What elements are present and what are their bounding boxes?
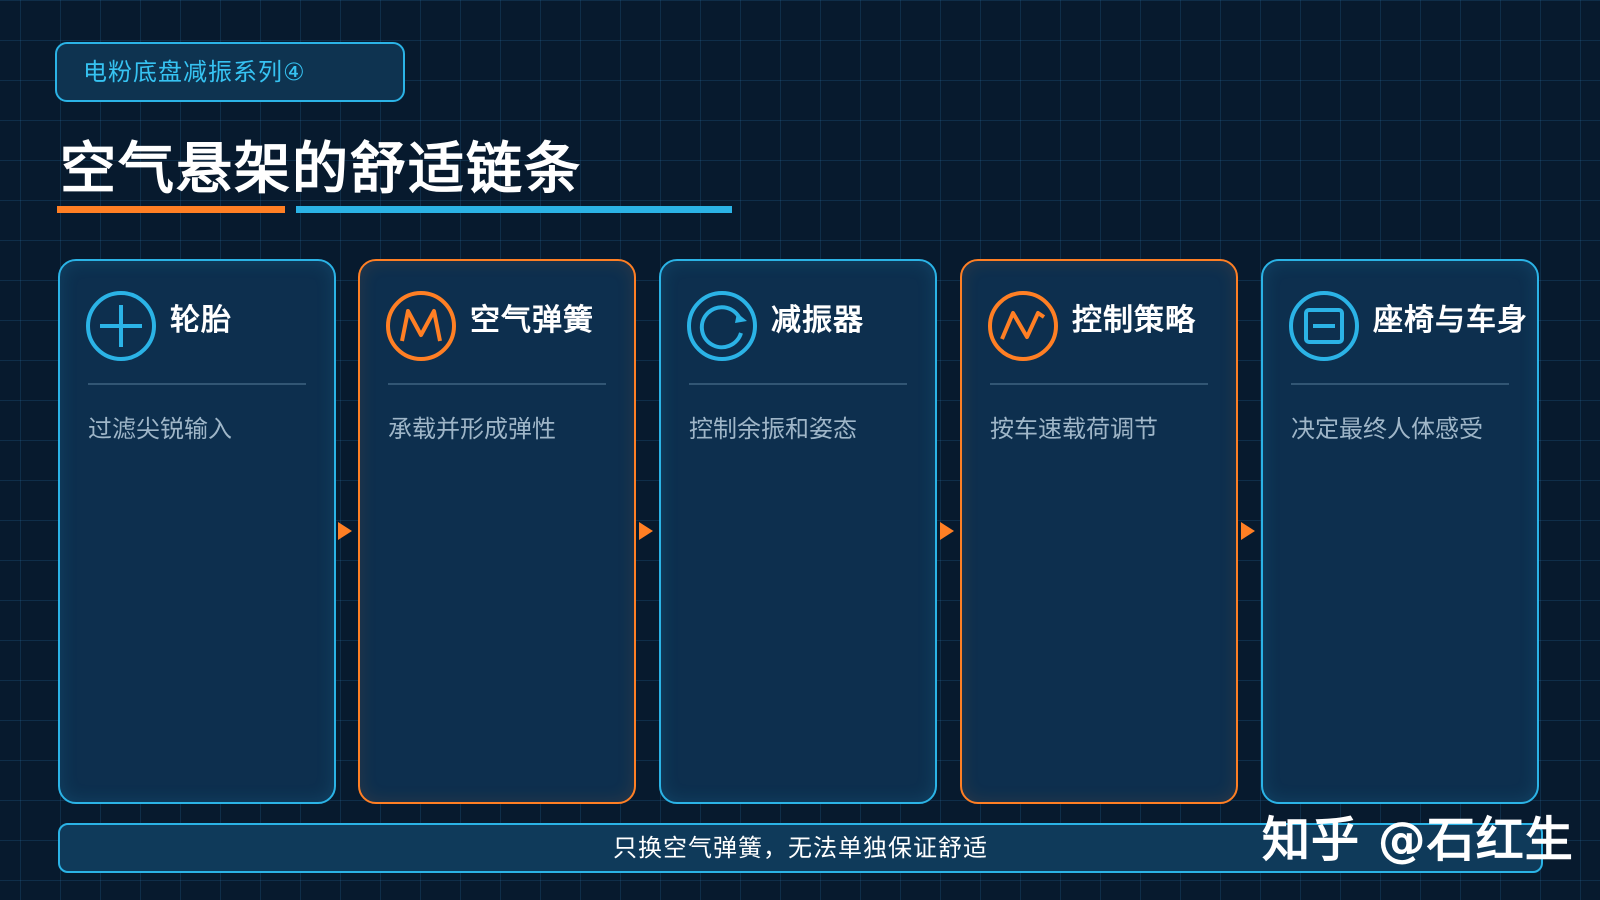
- card-divider: [689, 383, 907, 385]
- title-underline-blue: [296, 206, 732, 213]
- series-tag: 电粉底盘减振系列④: [55, 42, 405, 102]
- card-title: 轮胎: [170, 303, 232, 338]
- card-divider: [88, 383, 306, 385]
- card-description: 过滤尖锐输入: [88, 415, 232, 443]
- card-seat-and-body: 座椅与车身 决定最终人体感受: [1261, 259, 1539, 804]
- card-air-spring: 空气弹簧 承载并形成弹性: [358, 259, 636, 804]
- card-control-strategy: 控制策略 按车速载荷调节: [960, 259, 1238, 804]
- watermark: 知乎 @石红生: [1262, 812, 1574, 868]
- page-title: 空气悬架的舒适链条: [60, 137, 582, 202]
- card-description: 按车速载荷调节: [990, 415, 1158, 443]
- chain-arrow-icon: [639, 522, 653, 540]
- wave-icon: [986, 289, 1060, 363]
- m-letter-icon: [384, 289, 458, 363]
- card-divider: [388, 383, 606, 385]
- chain-arrow-icon: [338, 522, 352, 540]
- card-description: 控制余振和姿态: [689, 415, 857, 443]
- chain-arrow-icon: [1241, 522, 1255, 540]
- minus-box-icon: [1287, 289, 1361, 363]
- card-divider: [990, 383, 1208, 385]
- card-damper: 减振器 控制余振和姿态: [659, 259, 937, 804]
- plus-icon: [84, 289, 158, 363]
- card-divider: [1291, 383, 1509, 385]
- chain-arrow-icon: [940, 522, 954, 540]
- card-tire: 轮胎 过滤尖锐输入: [58, 259, 336, 804]
- conclusion-bar: 只换空气弹簧，无法单独保证舒适: [58, 823, 1543, 873]
- card-title: 控制策略: [1072, 303, 1196, 338]
- circular-arrow-icon: [685, 289, 759, 363]
- card-description: 承载并形成弹性: [388, 415, 556, 443]
- card-title: 减振器: [771, 303, 864, 338]
- card-title: 空气弹簧: [470, 303, 594, 338]
- card-title: 座椅与车身: [1373, 303, 1528, 338]
- title-underline-orange: [57, 206, 285, 213]
- card-description: 决定最终人体感受: [1291, 415, 1483, 443]
